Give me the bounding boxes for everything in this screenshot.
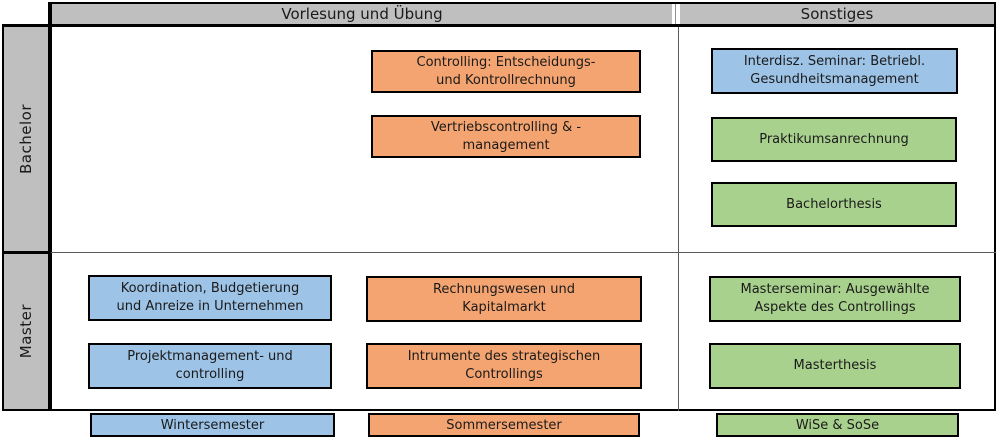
column-header-sonstiges: Sonstiges [680,4,994,24]
legend-wise-sose-label: WiSe & SoSe [795,417,880,433]
course-text-line: Praktikumsanrechnung [759,131,909,147]
course-text-line: Intrumente des strategischen [407,349,601,365]
row-header-bachelor-label: Bachelor [17,104,35,174]
course-box-projektmanagement-controlling: Projektmanagement- und controlling [88,343,332,389]
course-text-line: Controlling: Entscheidungs- [416,54,596,70]
course-text-line: Projektmanagement- und [127,349,293,365]
legend-sommersemester: Sommersemester [368,413,640,437]
column-header-vorlesung-und-uebung: Vorlesung und Übung [52,4,672,24]
course-box-masterseminar-aspekte-controlling: Masterseminar: Ausgewählte Aspekte des C… [709,276,961,322]
course-text-line: Gesundheitsmanagement [750,72,919,87]
course-box-instrumente-strategisches-controlling: Intrumente des strategischen Controlling… [366,343,642,389]
course-text-line: Masterseminar: Ausgewählte [740,282,930,298]
course-text-line: und Kontrollrechnung [436,72,576,88]
course-box-rechnungswesen-kapitalmarkt: Rechnungswesen und Kapitalmarkt [366,276,642,322]
vorlesung-sonstiges-divider [678,27,679,411]
legend-wise-sose: WiSe & SoSe [716,413,959,437]
column-header-vorlesung-label: Vorlesung und Übung [281,5,443,23]
course-text-line: Rechnungswesen und [432,282,576,298]
bachelor-master-divider-left [2,251,51,254]
corner-cell [2,2,48,24]
course-box-bachelorthesis: Bachelorthesis [711,182,957,227]
course-box-vertriebscontrolling-management: Vertriebscontrolling & - management [371,115,641,158]
row-header-master-label: Master [17,304,35,359]
course-box-praktikumsanrechnung: Praktikumsanrechnung [711,117,957,162]
course-text-line: controlling [175,367,245,382]
row-header-bachelor: Bachelor [4,27,48,251]
bachelor-master-divider [51,252,996,253]
course-box-masterthesis: Masterthesis [709,343,961,389]
course-box-interdisz-seminar-gesundheitsmanagement: Interdisz. Seminar: Betriebl. Gesundheit… [711,48,958,94]
legend-wintersemester-label: Wintersemester [160,417,265,433]
course-box-koordination-budgetierung-anreize: Koordination, Budgetierung und Anreize i… [88,275,332,321]
course-text-line: Aspekte des Controllings [754,300,916,315]
course-text-line: management [462,137,550,153]
table-outer-border [2,2,996,411]
course-text-line: Masterthesis [793,358,877,374]
header-column-divider [675,4,676,24]
course-text-line: Controllings [465,367,543,382]
course-text-line: und Anreize in Unternehmen [116,299,304,314]
column-header-sonstiges-label: Sonstiges [800,5,874,23]
header-bottom-border [2,24,996,27]
row-header-master: Master [4,254,48,409]
legend-wintersemester: Wintersemester [90,413,335,437]
course-text-line: Interdisz. Seminar: Betriebl. [743,54,926,70]
course-text-line: Kapitalmarkt [462,300,546,315]
course-text-line: Vertriebscontrolling & - [430,119,582,135]
row-label-column-border [48,2,52,411]
course-box-controlling-entscheidungs-kontrollrechnung: Controlling: Entscheidungs- und Kontroll… [371,50,641,93]
legend-sommersemester-label: Sommersemester [446,417,562,433]
course-text-line: Koordination, Budgetierung [120,281,300,297]
course-text-line: Bachelorthesis [786,196,882,212]
